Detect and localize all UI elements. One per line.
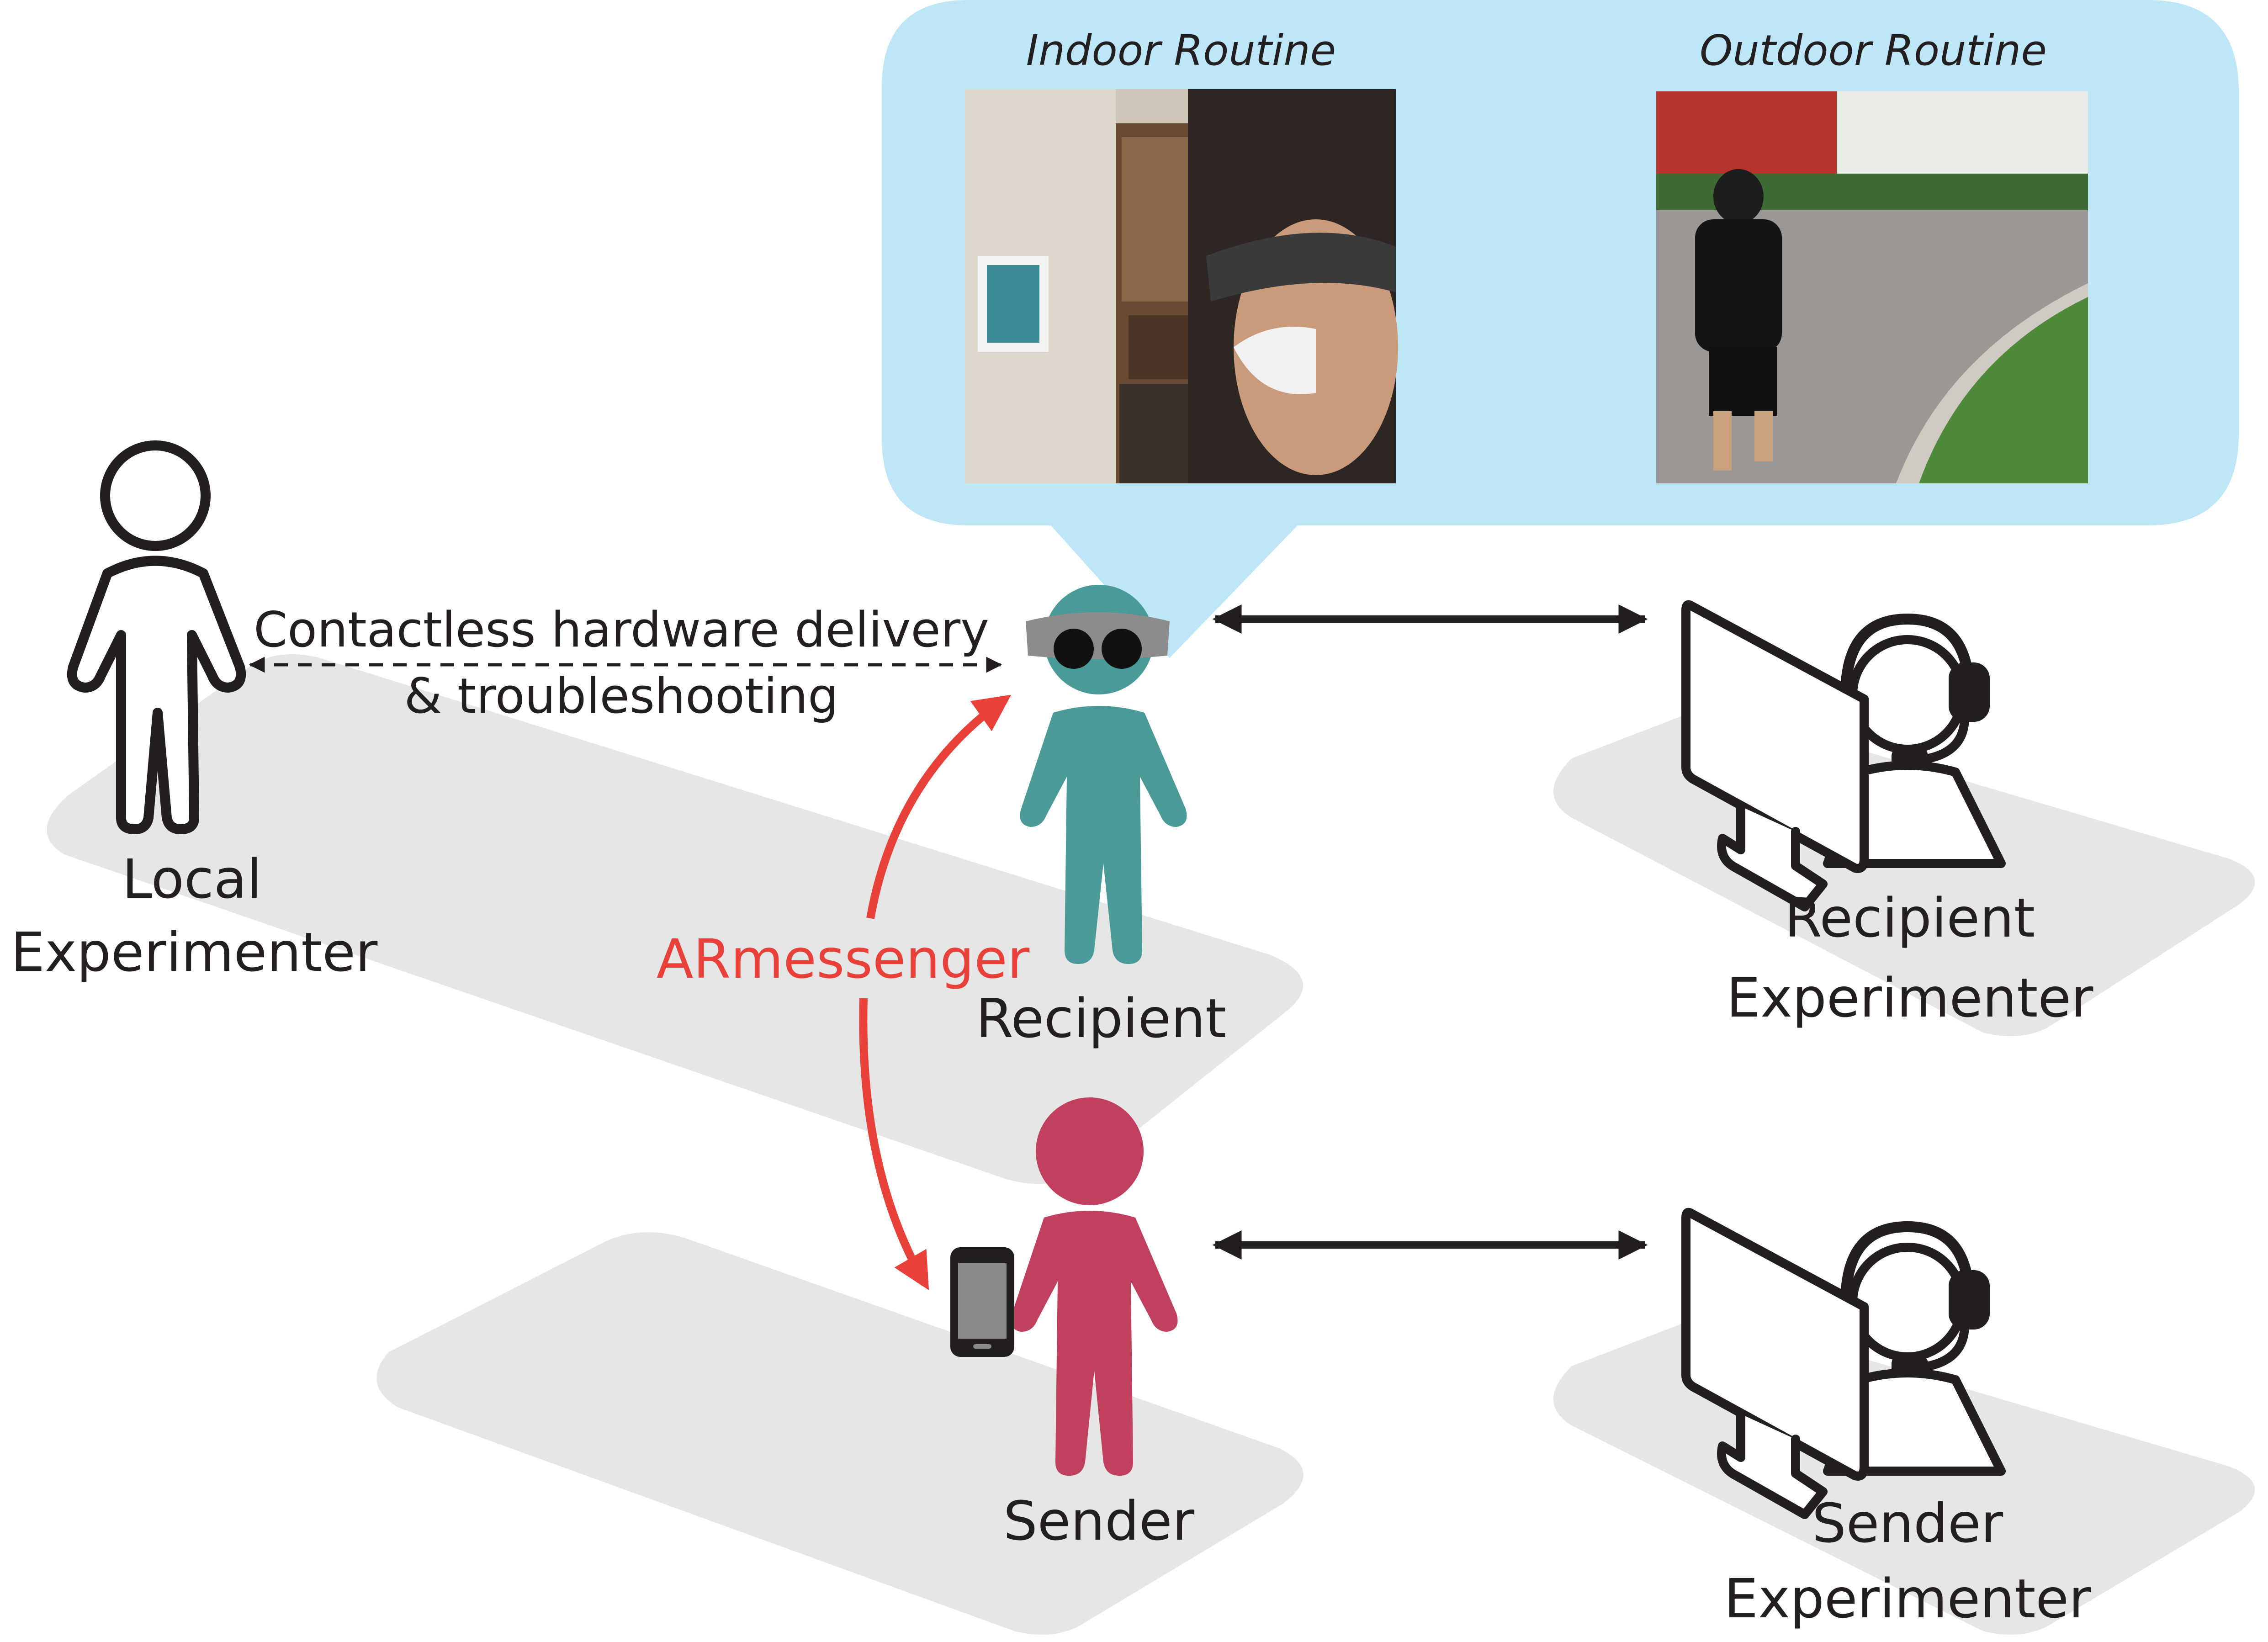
headphones-icon xyxy=(1823,614,2006,868)
connectors xyxy=(249,604,1648,1291)
routine-bubble: Indoor Routine Outdoor Routine xyxy=(882,0,2239,658)
smartphone-icon xyxy=(950,1247,1014,1357)
sender-body xyxy=(1011,1211,1178,1476)
sender-experimenter-label-line1: Sender xyxy=(1812,1492,2003,1555)
local-experimenter-label-line2: Experimenter xyxy=(11,921,378,984)
platform-sender xyxy=(376,1232,1304,1635)
recipient-experimenter-figure xyxy=(1681,600,2006,911)
sender-experimenter-label-line2: Experimenter xyxy=(1724,1567,2091,1630)
indoor-routine-photo xyxy=(965,89,1398,483)
sender-head xyxy=(1036,1097,1144,1205)
recipient-body xyxy=(1020,706,1187,964)
armessenger-arrow-down xyxy=(859,998,929,1291)
outdoor-routine-photo xyxy=(1656,91,2088,483)
ar-headset-icon xyxy=(1026,612,1170,669)
sender-label: Sender xyxy=(1003,1489,1195,1552)
recipient-experimenter-label-line1: Recipient xyxy=(1785,886,2035,949)
recipient-figure xyxy=(1020,585,1187,964)
recipient-label: Recipient xyxy=(976,987,1226,1050)
person-outline-icon xyxy=(67,440,246,834)
monitor-icon xyxy=(1681,600,1869,911)
sender-figure xyxy=(950,1097,1178,1476)
delivery-label-line1: Contactless hardware delivery xyxy=(254,602,989,658)
armessenger-label: ARmessenger xyxy=(657,927,1030,990)
sender-experimenter-figure xyxy=(1681,1208,2006,1519)
armessenger-arrow-up xyxy=(866,694,1012,919)
monitor-icon xyxy=(1681,1208,1869,1519)
platform-local-recipient xyxy=(47,654,1303,1184)
recipient-experimenter-label-line2: Experimenter xyxy=(1727,966,2093,1029)
outdoor-routine-title: Outdoor Routine xyxy=(1700,26,2047,75)
local-experimenter-label-line1: Local xyxy=(122,847,262,911)
indoor-routine-title: Indoor Routine xyxy=(1026,26,1336,75)
delivery-label-line2: & troubleshooting xyxy=(404,668,839,724)
